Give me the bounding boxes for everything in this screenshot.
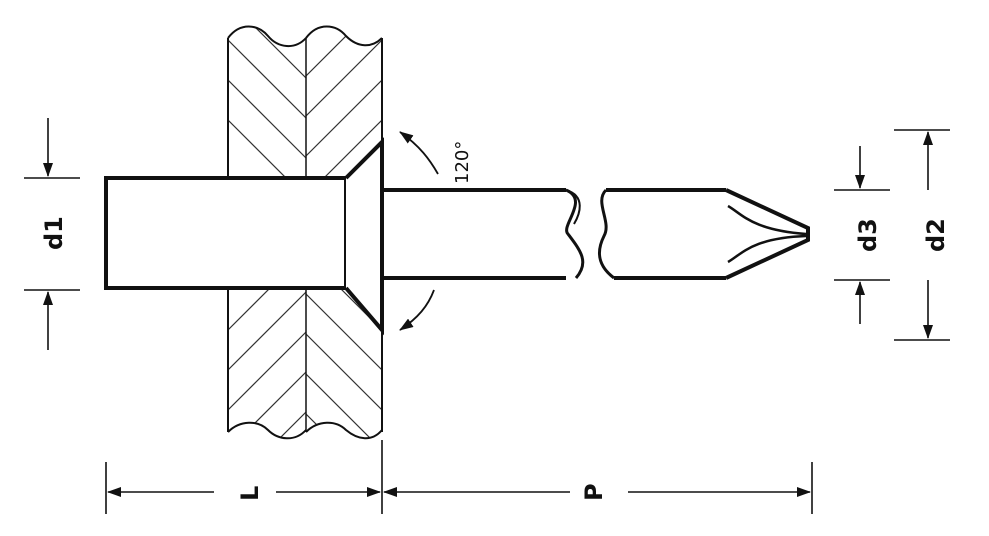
rivet-countersunk-head bbox=[344, 137, 384, 336]
mandrel bbox=[382, 188, 810, 280]
d1-label: d1 bbox=[40, 216, 68, 250]
angle-label: 120° bbox=[452, 141, 473, 184]
P-label: P bbox=[580, 483, 608, 501]
d3-label: d3 bbox=[854, 218, 882, 252]
rivet-sleeve bbox=[104, 176, 348, 290]
d3-dimension bbox=[834, 146, 890, 324]
angle-indicator bbox=[399, 131, 439, 331]
d2-dimension bbox=[894, 129, 950, 341]
d2-label: d2 bbox=[922, 218, 950, 252]
L-label: L bbox=[236, 486, 264, 501]
length-dimensions bbox=[105, 440, 813, 514]
d1-dimension bbox=[24, 118, 80, 350]
